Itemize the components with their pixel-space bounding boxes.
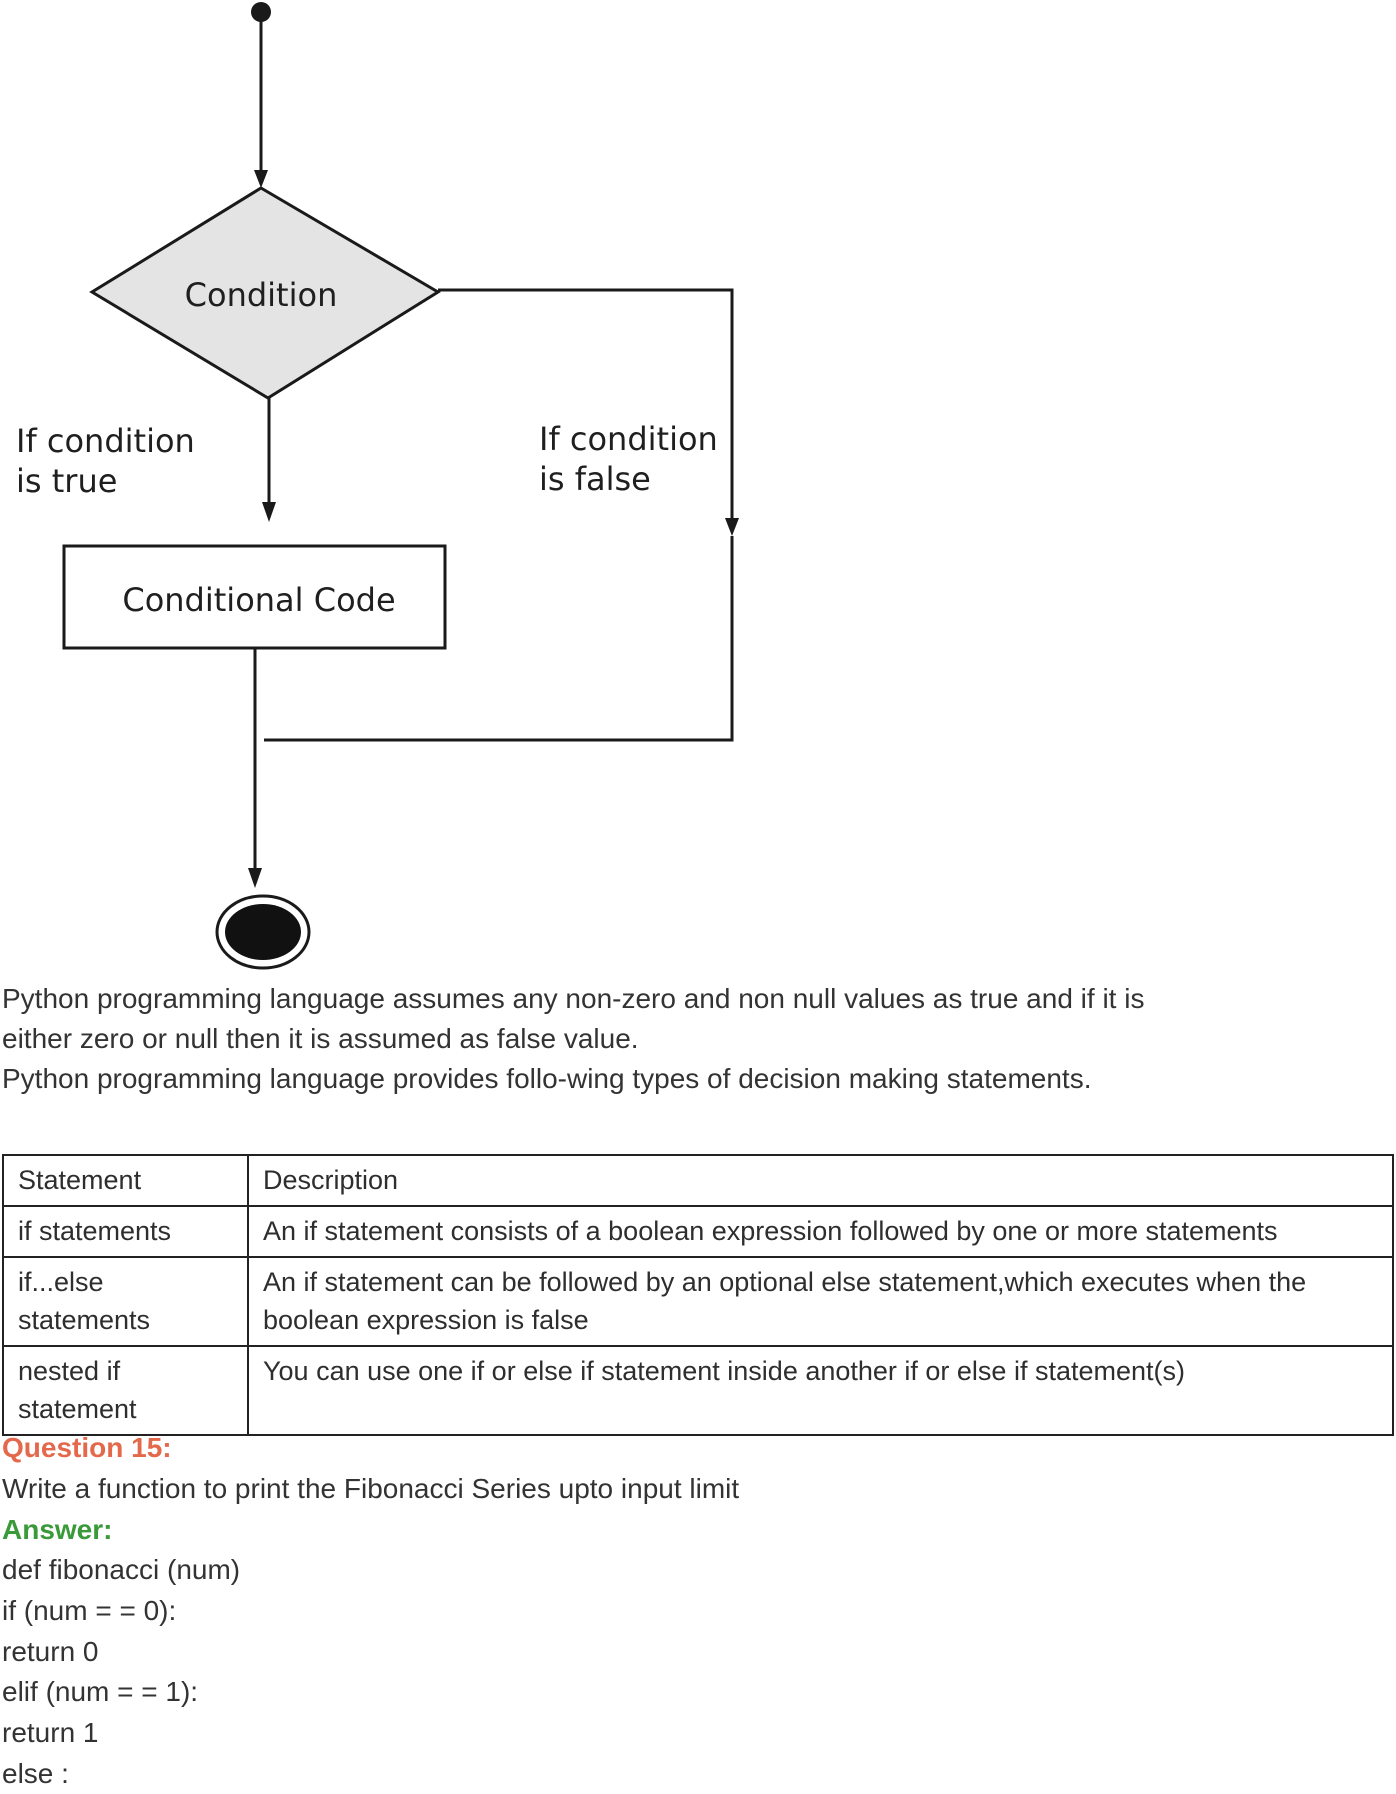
description-cell: You can use one if or else if statement … xyxy=(247,1345,1394,1436)
statement-text: if statements xyxy=(18,1216,172,1246)
header-statement: Statement xyxy=(2,1154,249,1207)
start-to-condition-arrowhead xyxy=(254,170,268,188)
code-line: elif (num = = 1): xyxy=(2,1676,199,1707)
description-text: An if statement consists of a boolean ex… xyxy=(263,1216,1278,1246)
table-row: if statements An if statement consists o… xyxy=(2,1205,1394,1258)
header-description: Description xyxy=(247,1154,1394,1207)
code-line: if (num = = 0): xyxy=(2,1595,177,1626)
paragraph-line-1: Python programming language assumes any … xyxy=(2,983,1145,1014)
question-label: Question 15: xyxy=(2,1432,172,1463)
decision-statements-table: Statement Description if statements An i… xyxy=(2,1154,1394,1436)
statement-cell: nested if statement xyxy=(2,1345,249,1436)
statement-cell: if statements xyxy=(2,1205,249,1258)
condition-label: Condition xyxy=(185,276,338,314)
conditional-code-box xyxy=(62,544,447,650)
description-cell: An if statement consists of a boolean ex… xyxy=(247,1205,1394,1258)
description-text: You can use one if or else if statement … xyxy=(263,1356,1185,1386)
statement-text-line2: statements xyxy=(18,1305,151,1335)
statement-text-line2: statement xyxy=(18,1394,137,1424)
code-line: else : xyxy=(2,1758,69,1789)
false-branch-join-line xyxy=(264,536,734,742)
if-statement-flowchart: Condition If condition is true If condit… xyxy=(16,2,739,970)
table-row: nested if statement You can use one if o… xyxy=(2,1345,1394,1436)
code-line: return 0 xyxy=(2,1636,99,1667)
question-text: Write a function to print the Fibonacci … xyxy=(2,1473,740,1504)
statement-text-line1: nested if xyxy=(18,1356,121,1386)
true-branch-label-line1: If condition xyxy=(16,422,195,460)
description-text-line1: An if statement can be followed by an op… xyxy=(263,1267,1307,1297)
code-to-end-arrowhead xyxy=(248,868,262,888)
start-node xyxy=(251,2,271,22)
false-branch-line xyxy=(438,288,734,522)
answer-label: Answer: xyxy=(2,1514,113,1545)
description-cell: An if statement can be followed by an op… xyxy=(247,1256,1394,1347)
description-text-line2: boolean expression is false xyxy=(263,1305,589,1335)
end-node-inner xyxy=(225,904,301,960)
code-line: def fibonacci (num) xyxy=(2,1554,241,1585)
false-branch-label-line1: If condition xyxy=(539,420,718,458)
statement-text-line1: if...else xyxy=(18,1267,104,1297)
paragraph-line-2: either zero or null then it is assumed a… xyxy=(2,1023,639,1054)
paragraph-line-3: Python programming language provides fol… xyxy=(2,1063,1092,1094)
table-header-row: Statement Description xyxy=(2,1154,1394,1207)
false-branch-label-line2: is false xyxy=(539,460,651,498)
false-branch-arrowhead xyxy=(725,518,739,536)
table-row: if...else statements An if statement can… xyxy=(2,1256,1394,1347)
true-branch-arrowhead xyxy=(262,502,276,522)
code-line: return 1 xyxy=(2,1717,99,1748)
true-branch-label-line2: is true xyxy=(16,462,117,500)
statement-cell: if...else statements xyxy=(2,1256,249,1347)
conditional-code-label: Conditional Code xyxy=(122,581,395,619)
